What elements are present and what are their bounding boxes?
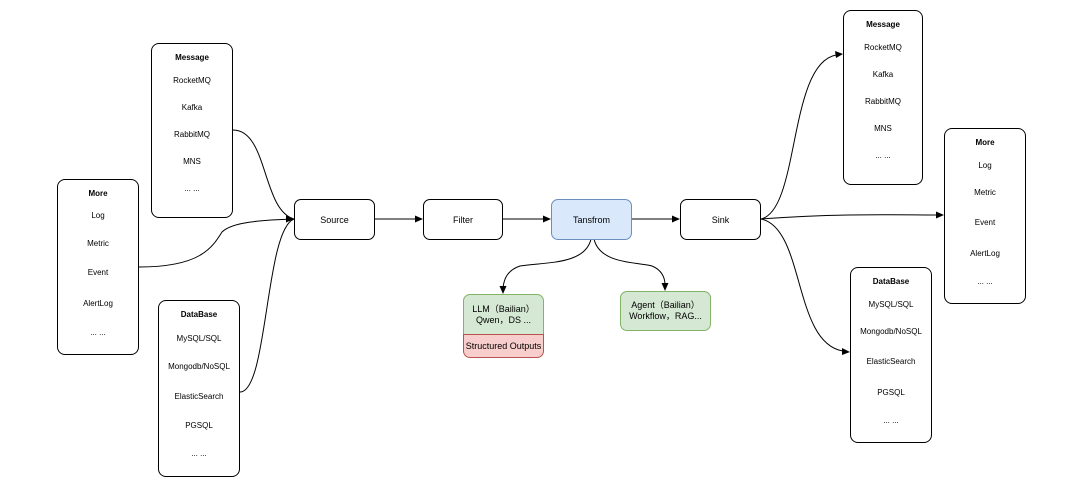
list-item: Log [91,211,105,220]
left-message-panel: Message RocketMQ Kafka RabbitMQ MNS ... … [151,43,233,218]
list-item: AlertLog [970,249,1000,258]
left-message-title: Message [175,53,209,62]
right-message-panel: Message RocketMQ Kafka RabbitMQ MNS ... … [843,10,923,185]
right-message-title: Message [866,20,900,29]
list-item: Metric [87,239,109,248]
arrowhead-filter [415,215,423,223]
left-more-title: More [88,189,108,198]
list-item: Mongodb/NoSQL [860,327,922,336]
left-database-panel: DataBase MySQL/SQL Mongodb/NoSQL Elastic… [158,300,240,477]
list-item: ... ... [883,416,899,425]
arrowhead-right-database [842,348,850,355]
right-more-panel: More Log Metric Event AlertLog ... ... [944,128,1026,304]
left-database-title: DataBase [180,310,218,319]
list-item: RocketMQ [864,43,902,52]
list-item: ... ... [191,449,207,458]
list-item: ... ... [875,151,891,160]
arrowhead-llm [499,286,507,294]
edge-sink-to-database [760,218,844,352]
llm-title: LLM（Bailian） [472,303,535,314]
edge-message-to-source [232,129,295,220]
edge-database-to-source [239,218,295,393]
edge-more-to-source [138,218,295,268]
list-item: RabbitMQ [864,97,901,106]
list-item: ElasticSearch [174,392,224,401]
agent-node[interactable]: Agent（Bailian） Workflow，RAG... [620,291,711,331]
edge-transform-to-llm [502,238,592,289]
list-item: RocketMQ [173,76,211,85]
list-item: ... ... [977,277,993,286]
llm-models: Qwen，DS ... [475,314,531,325]
llm-node[interactable]: LLM（Bailian） Qwen，DS ... [463,294,544,335]
list-item: Log [978,161,992,170]
agent-title: Agent（Bailian） [631,300,700,310]
list-item: MySQL/SQL [868,300,914,309]
list-item: Kafka [181,103,203,112]
transform-node[interactable]: Tansfrom [551,199,632,240]
list-item: Mongodb/NoSQL [168,362,230,371]
list-item: Event [87,268,109,277]
list-item: ... ... [90,328,106,337]
right-more-title: More [975,138,995,147]
edge-transform-to-agent [593,238,666,286]
list-item: PGSQL [185,421,213,430]
right-database-panel: DataBase MySQL/SQL Mongodb/NoSQL Elastic… [850,267,932,443]
arrowhead-sink [672,215,680,223]
agent-capabilities: Workflow，RAG... [629,311,702,321]
list-item: RabbitMQ [173,130,210,139]
list-item: Event [974,218,996,227]
left-more-panel: More Log Metric Event AlertLog ... ... [57,179,139,355]
source-node[interactable]: Source [294,199,375,240]
list-item: ... ... [184,184,200,193]
list-item: Metric [974,188,996,197]
list-item: ElasticSearch [866,357,916,366]
list-item: MySQL/SQL [176,334,222,343]
arrowhead-right-message [835,51,843,58]
edge-sink-to-more [760,214,938,220]
list-item: Kafka [872,70,894,79]
arrowhead-transform [543,215,551,223]
list-item: MNS [874,124,892,133]
list-item: AlertLog [83,299,113,308]
arrowhead-agent [661,283,669,291]
filter-node[interactable]: Filter [423,199,503,240]
arrowhead-right-more [936,211,944,219]
arrowhead-source [286,215,294,223]
list-item: MNS [183,157,201,166]
list-item: PGSQL [877,388,905,397]
structured-outputs-node[interactable]: Structured Outputs [463,334,544,358]
sink-node[interactable]: Sink [680,199,761,240]
right-database-title: DataBase [872,277,910,286]
edge-sink-to-message [760,54,837,220]
